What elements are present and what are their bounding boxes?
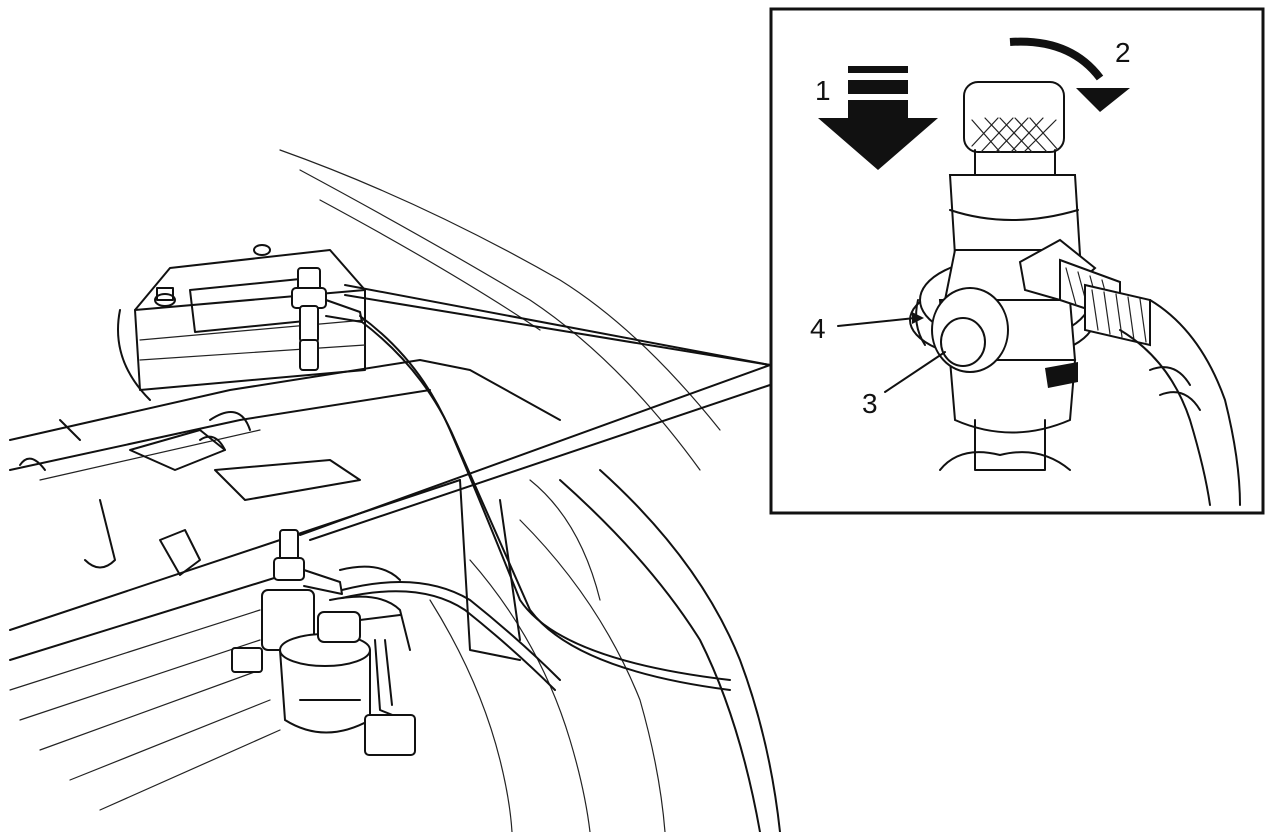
callout-4: 4 [810, 313, 826, 344]
rotate-arrow [1009, 37, 1130, 112]
press-down-arrow [818, 66, 938, 170]
callout-1: 1 [815, 75, 831, 106]
leader-3 [884, 351, 946, 393]
body-panel-lines [279, 149, 781, 832]
callout-3: 3 [862, 388, 878, 419]
engine-bay-overview [9, 149, 781, 832]
outlet-knurl-pattern-2 [1091, 289, 1147, 343]
leader-4 [837, 312, 924, 327]
upper-tee-fitting [291, 267, 731, 691]
outlet-knurl-pattern [1065, 267, 1113, 318]
fuel-filter-assembly [231, 529, 561, 756]
callout-2: 2 [1115, 37, 1131, 68]
fuel-pressure-valve [909, 81, 1241, 506]
detail-inset: 1 2 4 3 [769, 7, 1265, 515]
leader-lines [299, 284, 771, 541]
knurled-cap-pattern [971, 117, 1059, 153]
radiator-support [9, 359, 561, 569]
battery [117, 244, 366, 401]
